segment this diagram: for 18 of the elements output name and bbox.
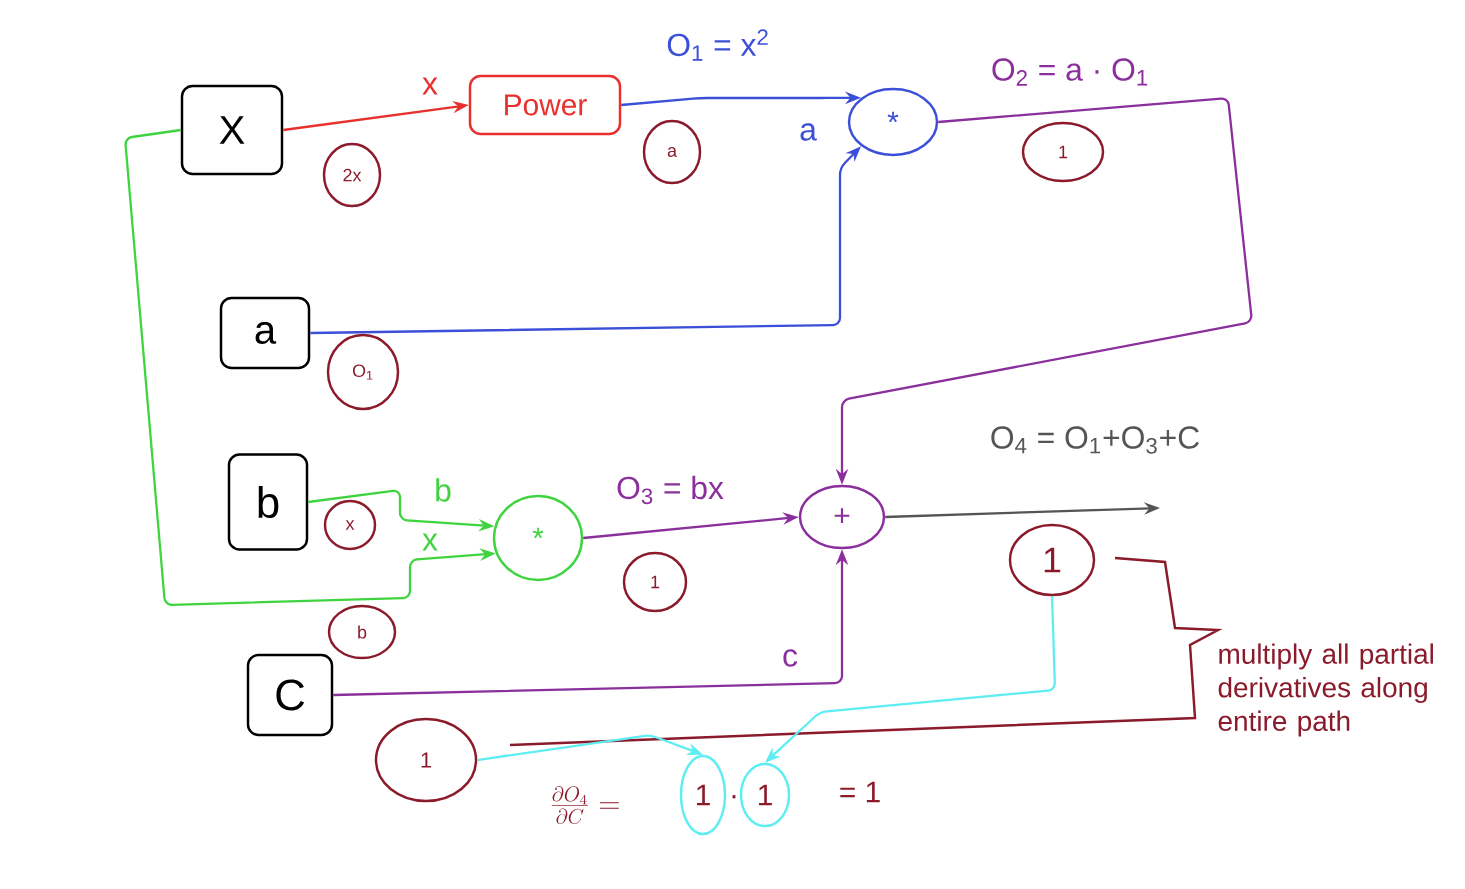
derivative-formula: $\frac{\partial O_4}{\partial C} =$ xyxy=(551,786,619,824)
edge-label: O$_{1}$ = x$^{2}$ xyxy=(664,27,772,63)
operation-box: Power xyxy=(468,74,622,136)
edge-label: O$_{3}$ = bx xyxy=(614,474,726,506)
edge-label: a xyxy=(797,121,819,143)
note: multiply all partial derivatives along entire path xyxy=(1218,643,1433,737)
input-box: X xyxy=(180,84,284,176)
input-box: b xyxy=(227,453,309,551)
edge-label: O$_{4}$ = O$_{1}$+O$_{3}$+C xyxy=(988,424,1202,456)
equation-result: = 1 xyxy=(840,781,880,803)
edge-label: b xyxy=(432,476,454,504)
edge-label: c xyxy=(780,647,800,669)
edge-label: O$_{2}$ = a · O$_{1}$ xyxy=(989,56,1151,88)
input-box: a xyxy=(219,296,311,370)
multiplication-dot: · xyxy=(732,795,736,799)
edge-label: x xyxy=(420,75,440,97)
input-box: C xyxy=(246,653,334,737)
edge-label: x xyxy=(420,531,440,553)
